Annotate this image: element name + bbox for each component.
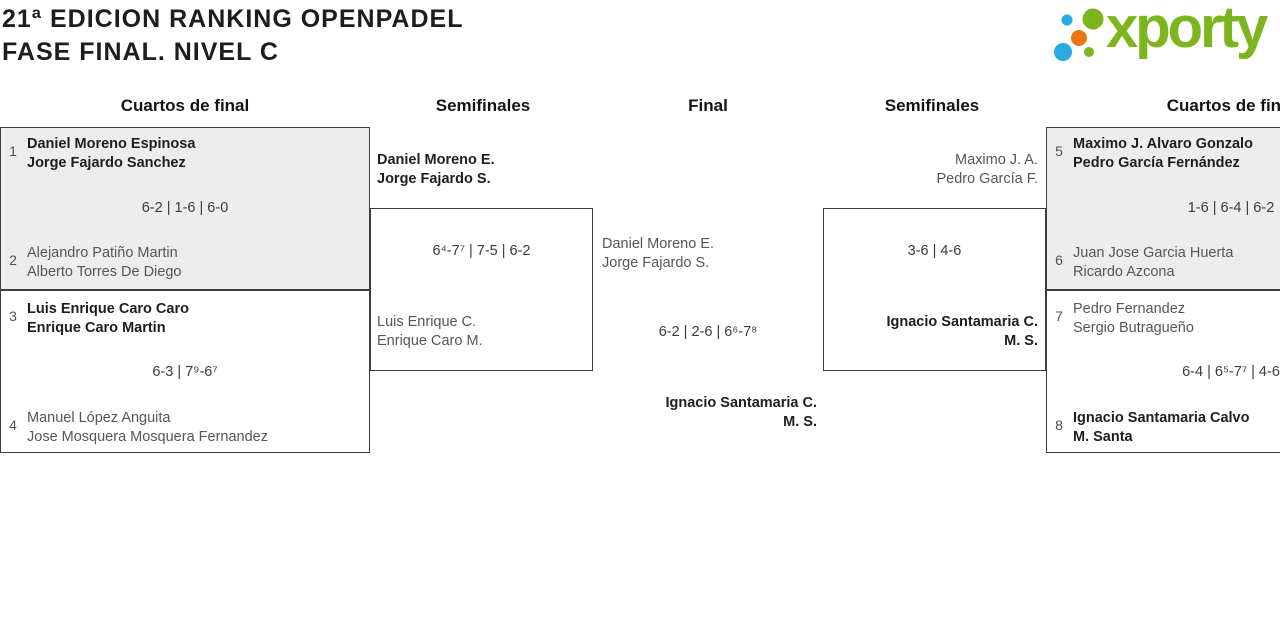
qf-right-top-team-b: Juan Jose Garcia Huerta Ricardo Azcona — [1073, 244, 1233, 282]
seed-8: 8 — [1055, 417, 1063, 433]
match-box-qf-left-top — [0, 127, 370, 290]
round-header-semifinals-right: Semifinales — [884, 96, 980, 115]
seed-5: 5 — [1055, 143, 1063, 159]
player-name: M. S. — [783, 414, 817, 430]
player-name: Ignacio Santamaria C. — [665, 395, 818, 411]
qf-left-bottom-team-b: Manuel López Anguita Jose Mosquera Mosqu… — [27, 409, 268, 447]
player-name: Maximo J. A. — [955, 152, 1038, 168]
player-name: Ignacio Santamaria C. — [886, 314, 1039, 330]
player-name: Daniel Moreno Espinosa — [27, 136, 196, 152]
final-team-b: Ignacio Santamaria C. M. S. — [593, 394, 818, 432]
qf-left-bottom-team-a: Luis Enrique Caro Caro Enrique Caro Mart… — [27, 300, 189, 338]
player-name: Daniel Moreno E. — [377, 152, 495, 168]
sf-right-score: 3-6 | 4-6 — [907, 243, 962, 259]
player-name: Manuel López Anguita — [27, 410, 171, 426]
player-name: Ignacio Santamaria Calvo — [1073, 410, 1250, 426]
player-name: M. S. — [1004, 333, 1038, 349]
player-name: Pedro García F. — [936, 171, 1038, 187]
player-name: Pedro García Fernández — [1073, 155, 1240, 171]
qf-left-bottom-score: 6-3 | 7⁹-6⁷ — [152, 364, 218, 380]
seed-3: 3 — [9, 308, 17, 324]
sf-left-score: 6⁴-7⁷ | 7-5 | 6-2 — [432, 243, 531, 259]
page-title: 21ª EDICION RANKING OPENPADEL FASE FINAL… — [2, 3, 463, 69]
match-box-qf-right-bottom — [1046, 290, 1280, 453]
player-name: Pedro Fernandez — [1073, 301, 1186, 317]
sf-left-team-b: Luis Enrique C. Enrique Caro M. — [377, 313, 483, 351]
player-name: Maximo J. Alvaro Gonzalo — [1073, 136, 1253, 152]
seed-2: 2 — [9, 252, 17, 268]
round-header-quarterfinals-right: Cuartos de final — [1166, 96, 1280, 115]
qf-left-top-team-b: Alejandro Patiño Martin Alberto Torres D… — [27, 244, 181, 282]
qf-left-top-team-a: Daniel Moreno Espinosa Jorge Fajardo San… — [27, 135, 195, 173]
round-header-quarterfinals-left: Cuartos de final — [120, 96, 250, 115]
qf-left-top-score: 6-2 | 1-6 | 6-0 — [141, 200, 229, 216]
match-box-qf-right-top — [1046, 127, 1280, 290]
player-name: Jose Mosquera Mosquera Fernandez — [27, 429, 268, 445]
round-header-final: Final — [688, 96, 728, 115]
player-name: Luis Enrique C. — [377, 314, 477, 330]
player-name: Alberto Torres De Diego — [27, 264, 182, 280]
player-name: M. Santa — [1073, 429, 1133, 445]
seed-7: 7 — [1055, 308, 1063, 324]
qf-right-bottom-team-b: Ignacio Santamaria Calvo M. Santa — [1073, 409, 1249, 447]
player-name: Jorge Fajardo S. — [377, 171, 491, 187]
player-name: Ricardo Azcona — [1073, 264, 1175, 280]
final-score: 6-2 | 2-6 | 6⁶-7⁸ — [658, 324, 758, 340]
player-name: Luis Enrique Caro Caro — [27, 301, 189, 317]
player-name: Alejandro Patiño Martin — [27, 245, 178, 261]
logo-wordmark: xporty — [1106, 0, 1268, 60]
seed-1: 1 — [9, 143, 17, 159]
sf-right-team-b: Ignacio Santamaria C. M. S. — [823, 313, 1039, 351]
logo-dots-icon — [1054, 8, 1104, 61]
match-box-semifinal-left — [370, 208, 593, 371]
qf-right-bottom-team-a: Pedro Fernandez Sergio Butragueño — [1073, 300, 1194, 338]
round-header-semifinals-left: Semifinales — [435, 96, 531, 115]
final-team-a: Daniel Moreno E. Jorge Fajardo S. — [602, 235, 714, 273]
player-name: Jorge Fajardo Sanchez — [27, 155, 186, 171]
title-line-1: 21ª EDICION RANKING OPENPADEL — [2, 5, 464, 33]
sf-left-team-a: Daniel Moreno E. Jorge Fajardo S. — [377, 151, 495, 189]
seed-4: 4 — [9, 417, 17, 433]
qf-right-top-score: 1-6 | 6-4 | 6-2 — [1187, 200, 1275, 216]
player-name: Juan Jose Garcia Huerta — [1073, 245, 1234, 261]
sf-right-team-a: Maximo J. A. Pedro García F. — [823, 151, 1038, 189]
player-name: Enrique Caro M. — [377, 333, 483, 349]
match-box-qf-left-bottom — [0, 290, 370, 453]
player-name: Jorge Fajardo S. — [602, 255, 710, 271]
qf-right-bottom-score: 6-4 | 6⁵-7⁷ | 4-6 — [1182, 364, 1280, 380]
player-name: Sergio Butragueño — [1073, 320, 1194, 336]
qf-right-top-team-a: Maximo J. Alvaro Gonzalo Pedro García Fe… — [1073, 135, 1253, 173]
player-name: Daniel Moreno E. — [602, 236, 715, 252]
title-line-2: FASE FINAL. NIVEL C — [2, 38, 279, 66]
xporty-logo[interactable]: xporty — [1048, 0, 1280, 70]
player-name: Enrique Caro Martin — [27, 320, 166, 336]
match-box-semifinal-right — [823, 208, 1046, 371]
seed-6: 6 — [1055, 252, 1063, 268]
